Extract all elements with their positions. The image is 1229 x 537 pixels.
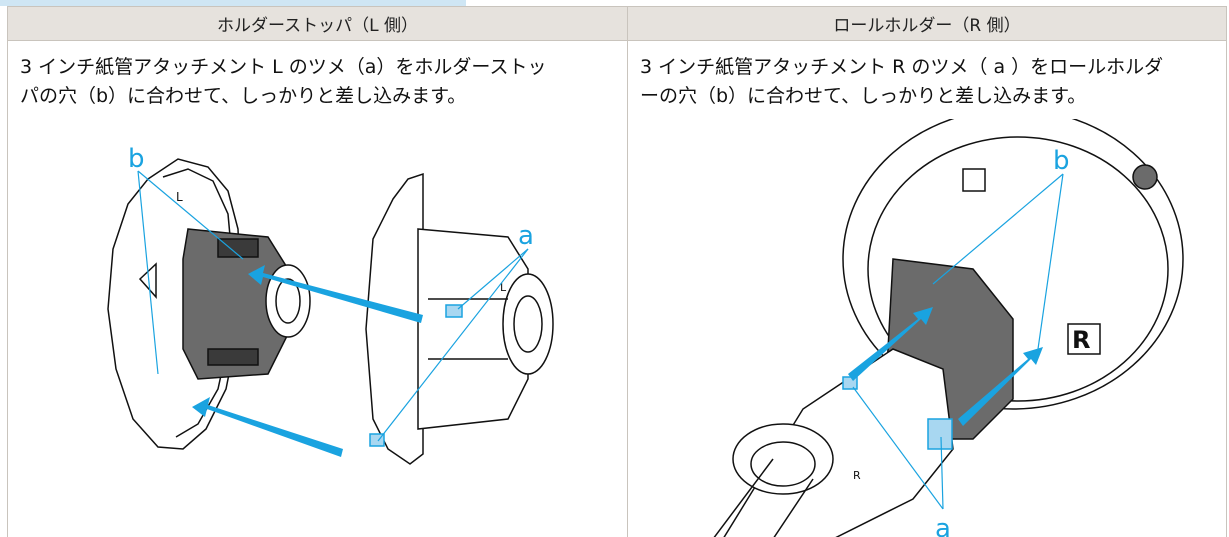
top-accent-bar [0, 0, 466, 6]
l-mark-icon: L [176, 190, 183, 204]
svg-text:R: R [853, 469, 861, 482]
header-holder-stopper-l: ホルダーストッパ（L 側） [7, 6, 627, 41]
stopper-hub [182, 228, 311, 380]
label-b-r: b [1053, 146, 1070, 176]
instruction-line-2: ーの穴（b）に合わせて、しっかりと差し込みます。 [640, 85, 1087, 107]
instruction-line-1: 3 インチ紙管アタッチメント L のツメ（a）をホルダーストッ [20, 56, 547, 78]
insert-arrow-icon [848, 307, 1043, 426]
illustration-roll-holder-r: R R [713, 119, 1184, 537]
cell-roll-holder-r: 3 インチ紙管アタッチメント R のツメ（ a ）をロールホルダ ーの穴（b）に… [627, 41, 1227, 537]
header-roll-holder-r: ロールホルダー（R 側） [627, 6, 1227, 41]
instruction-text-r: 3 インチ紙管アタッチメント R のツメ（ a ）をロールホルダ ーの穴（b）に… [640, 53, 1163, 111]
label-leader-lines [137, 170, 529, 442]
paper-core-attachment-l: L [365, 172, 554, 465]
svg-text:L: L [500, 281, 507, 294]
r-mark-icon: R [1072, 326, 1090, 354]
instruction-text-l: 3 インチ紙管アタッチメント L のツメ（a）をホルダーストッ パの穴（b）に合… [20, 53, 547, 111]
label-a-l: a [518, 221, 534, 251]
instruction-table: ホルダーストッパ（L 側） ロールホルダー（R 側） 3 インチ紙管アタッチメン… [7, 6, 1227, 537]
insert-arrow-icon [192, 265, 423, 457]
label-a-r: a [935, 514, 951, 537]
cell-holder-stopper-l: 3 インチ紙管アタッチメント L のツメ（a）をホルダーストッ パの穴（b）に合… [7, 41, 627, 537]
illustration-holder-stopper-l: L L [107, 144, 554, 465]
label-b-l: b [128, 144, 145, 174]
instruction-line-1: 3 インチ紙管アタッチメント R のツメ（ a ）をロールホルダ [640, 56, 1164, 78]
instruction-line-2: パの穴（b）に合わせて、しっかりと差し込みます。 [20, 85, 467, 107]
label-leader-lines [852, 173, 1064, 510]
